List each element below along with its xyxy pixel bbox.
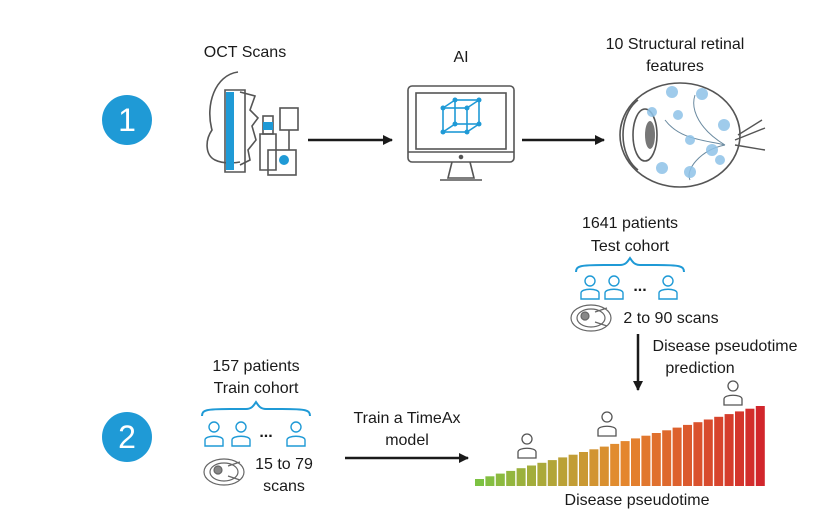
pseudotime-bar bbox=[527, 465, 536, 486]
pseudotime-bar bbox=[599, 446, 609, 486]
patient-icon bbox=[580, 275, 678, 300]
pseudotime-bar bbox=[620, 441, 630, 486]
train-model-label-line1: Train a TimeAx bbox=[353, 410, 461, 427]
patient-icon bbox=[517, 380, 743, 459]
step-1-badge: 1 bbox=[102, 95, 152, 145]
pseudotime-bar bbox=[516, 468, 526, 486]
pseudotime-bar bbox=[579, 452, 588, 486]
pseudotime-bar bbox=[651, 433, 661, 486]
patient-icon bbox=[204, 421, 306, 447]
pseudotime-axis-label: Disease pseudotime bbox=[564, 492, 710, 509]
pseudotime-bar bbox=[672, 427, 682, 486]
pseudotime-bar bbox=[693, 422, 703, 486]
oct-scans-label: OCT Scans bbox=[203, 44, 287, 61]
pseudotime-bar bbox=[714, 416, 724, 486]
pseudotime-bar bbox=[631, 438, 640, 486]
train-ellipsis: ... bbox=[259, 424, 273, 441]
step-2-badge: 2 bbox=[102, 412, 152, 462]
pseudotime-bar bbox=[589, 449, 599, 486]
pseudotime-bar bbox=[558, 457, 568, 486]
train-model-label-line2: model bbox=[385, 432, 429, 449]
pseudotime-bar bbox=[703, 419, 713, 486]
test-ellipsis: ... bbox=[633, 278, 647, 295]
pseudotime-bar bbox=[610, 443, 620, 486]
pseudotime-bars bbox=[475, 406, 765, 486]
eye-scan-icon bbox=[570, 304, 612, 332]
train-scans-label-line2: scans bbox=[263, 478, 305, 495]
train-patients-label: 157 patients bbox=[212, 358, 300, 375]
pseudotime-bar bbox=[475, 479, 484, 486]
features-label-line2: features bbox=[646, 58, 704, 75]
pseudotime-bar bbox=[568, 454, 578, 486]
pseudotime-bar bbox=[662, 430, 672, 486]
pseudotime-bar bbox=[755, 406, 765, 486]
pseudotime-bar bbox=[724, 414, 734, 486]
pseudotime-bar bbox=[683, 424, 692, 486]
monitor-cube-icon bbox=[407, 85, 515, 181]
features-label-line1: 10 Structural retinal bbox=[605, 36, 745, 53]
train-cohort-bracket bbox=[201, 400, 311, 417]
prediction-label-line1: Disease pseudotime bbox=[652, 338, 798, 355]
eye-icon bbox=[619, 82, 766, 188]
train-scans-label-line1: 15 to 79 bbox=[255, 456, 313, 473]
pseudotime-bar bbox=[537, 462, 547, 486]
train-cohort-label: Train cohort bbox=[213, 380, 299, 397]
pseudotime-bar bbox=[745, 408, 755, 486]
test-cohort-bracket bbox=[575, 256, 685, 273]
eye-scan-icon bbox=[203, 458, 245, 486]
prediction-label-line2: prediction bbox=[665, 360, 735, 377]
pseudotime-bar bbox=[641, 435, 651, 486]
test-scans-label: 2 to 90 scans bbox=[623, 310, 719, 327]
ai-label: AI bbox=[453, 49, 469, 66]
pseudotime-bar bbox=[506, 470, 516, 486]
test-cohort-label: Test cohort bbox=[590, 238, 670, 255]
pseudotime-bar bbox=[495, 473, 505, 486]
oct-scanner-icon bbox=[206, 71, 299, 176]
pseudotime-bar bbox=[485, 476, 495, 486]
test-patients-label: 1641 patients bbox=[581, 215, 679, 232]
pseudotime-bar bbox=[547, 460, 557, 486]
pseudotime-bar bbox=[735, 411, 744, 486]
